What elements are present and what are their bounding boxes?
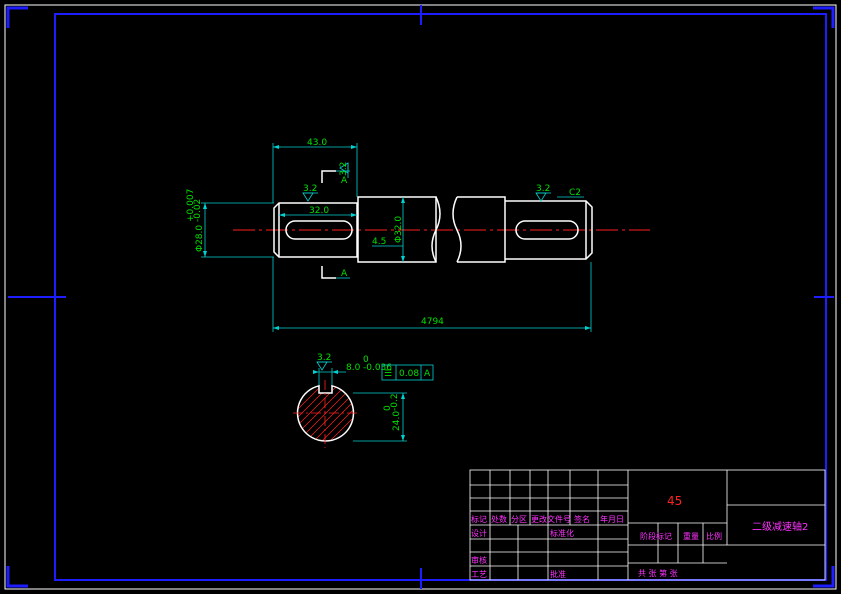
dim-offset-45: 4.5 xyxy=(372,237,386,247)
dim-chamfer: C2 xyxy=(569,188,581,198)
dim-dia-28-tol-upper: +0.007 xyxy=(186,189,196,222)
roughness-symbols xyxy=(302,162,551,371)
tb-label-sign: 签名 xyxy=(574,514,590,524)
tb-label-process: 工艺 xyxy=(471,570,487,579)
tolerance-value: 0.08 xyxy=(399,369,419,379)
tb-label-design: 设计 xyxy=(471,528,487,538)
drawing-frame xyxy=(54,13,827,581)
dim-dia-28-tol-lower: -0.02 xyxy=(193,199,203,222)
roughness-value-4: 3.2 xyxy=(317,353,331,363)
right-keyway xyxy=(515,220,579,240)
dimension-lines xyxy=(201,143,592,332)
roughness-value-1: 3.2 xyxy=(303,184,317,194)
section-dimension-lines xyxy=(318,368,407,442)
section-label-bottom: A xyxy=(341,269,348,279)
tb-label-mark: 标记 xyxy=(471,514,487,524)
tb-label-change-doc: 更改文件号 xyxy=(531,514,571,524)
tolerance-datum: A xyxy=(424,369,431,379)
tb-label-standardize: 标准化 xyxy=(550,528,574,538)
section-outline xyxy=(296,384,355,442)
tb-label-scale: 比例 xyxy=(706,531,722,541)
tb-label-review: 审核 xyxy=(471,555,487,565)
centering-marks xyxy=(8,5,834,589)
dim-key-depth: 24.0 xyxy=(392,411,402,431)
tolerance-frame: ☰ 0.08 A xyxy=(381,364,434,381)
tb-label-zone: 分区 xyxy=(511,515,527,524)
dim-key-depth-tol-lower: -0.2 xyxy=(390,393,400,411)
title-block-grid xyxy=(469,469,826,581)
sheet-outer-border xyxy=(4,4,837,590)
tb-label-date: 年月日 xyxy=(600,514,624,524)
section-markers xyxy=(321,170,350,279)
tb-label-stage-mark: 阶段标记 xyxy=(640,531,672,541)
dim-key-width: 8.0 xyxy=(346,363,361,373)
roughness-value-3: 3.2 xyxy=(536,184,550,194)
tb-label-sheets: 共 张 第 张 xyxy=(638,568,678,578)
dim-total-length: 4794 xyxy=(421,317,444,327)
dim-dia-28: Φ28.0 xyxy=(195,225,205,252)
tolerance-symbol: ☰ xyxy=(384,369,392,379)
dim-dia-32: Φ32.0 xyxy=(394,216,404,243)
dim-length-43: 43.0 xyxy=(307,138,327,148)
shaft-outline xyxy=(273,196,593,263)
section-centerlines xyxy=(293,380,358,448)
tb-label-count: 处数 xyxy=(491,514,507,524)
section-label-top: A xyxy=(341,176,348,186)
left-keyway xyxy=(285,220,353,240)
section-key-slot xyxy=(319,384,332,393)
tb-material: 45 xyxy=(667,494,682,508)
tb-label-approve: 批准 xyxy=(550,569,566,579)
dim-key-width-tol-lower: -0.036 xyxy=(363,363,392,373)
dim-length-32: 32.0 xyxy=(309,206,329,216)
dim-key-depth-tol-upper: 0 xyxy=(383,405,393,411)
dim-key-width-tol-upper: 0 xyxy=(363,355,369,365)
section-arrows xyxy=(313,370,405,441)
roughness-value-2: 3.2 xyxy=(339,162,349,176)
dimension-arrows xyxy=(203,145,591,330)
tb-label-weight: 重量 xyxy=(683,531,699,541)
corner-marks xyxy=(6,6,835,588)
tb-part-name: 二级减速轴2 xyxy=(752,520,808,533)
